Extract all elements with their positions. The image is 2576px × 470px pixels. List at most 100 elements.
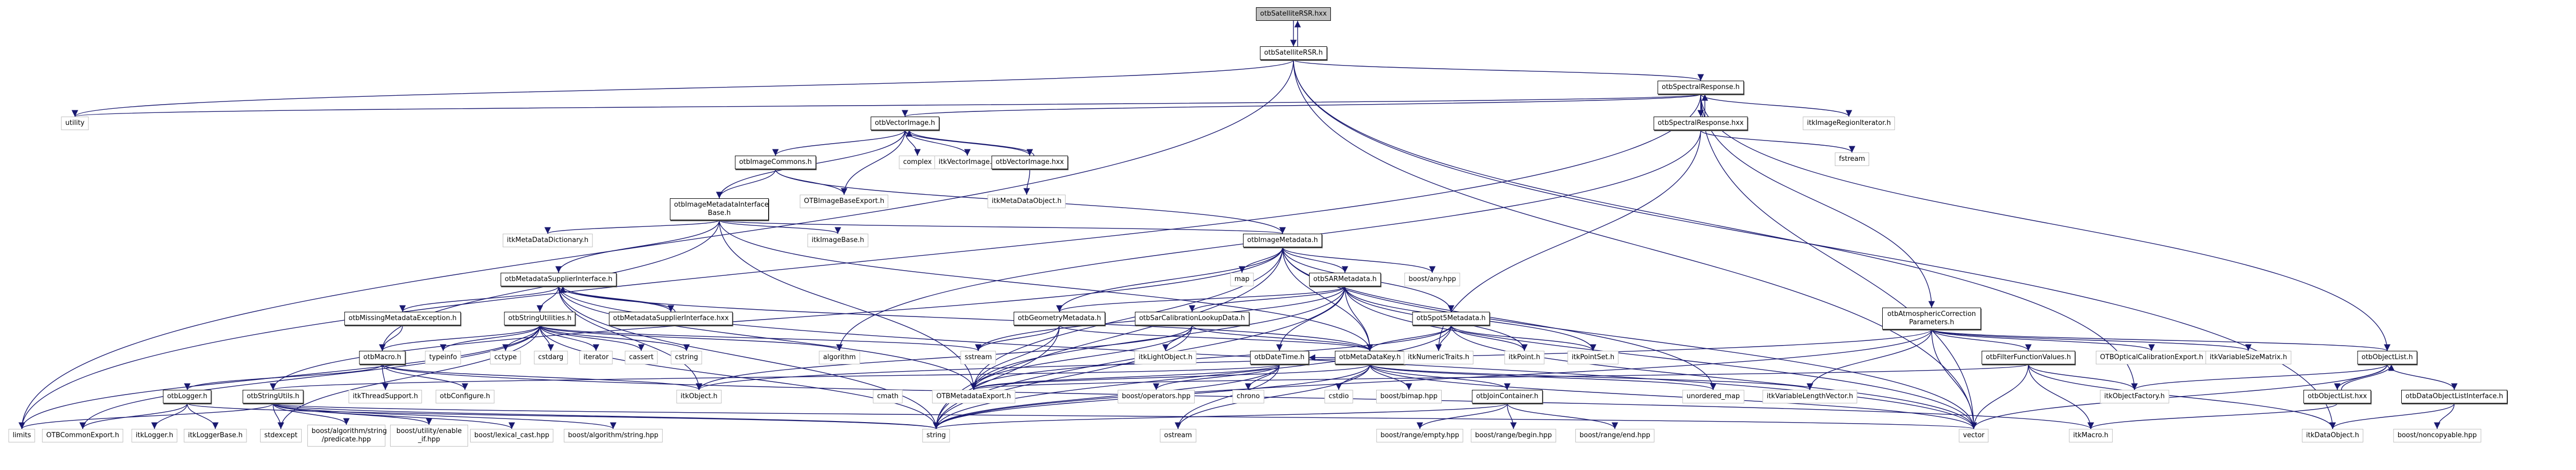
edge-strutilities-to-string (539, 325, 940, 429)
graph-node-itkLightObject: itkLightObject.h (1134, 351, 1197, 364)
edge-sarcal-to-string (933, 325, 1193, 429)
graph-node-vecimg_hxx[interactable]: otbVectorImage.hxx (991, 156, 1068, 169)
edge-logger-to-itkLogger (151, 403, 188, 429)
edge-filterfv-to-vector (1970, 364, 2029, 429)
edge-imdib-to-itkMetaDataDictionary (545, 220, 720, 234)
edge-dolif-to-itkDataObject (2329, 403, 2455, 429)
graph-node-datetime[interactable]: otbDateTime.h (1250, 351, 1309, 364)
graph-node-atmcorr[interactable]: otbAtmosphericCorrection Parameters.h (1882, 308, 1981, 329)
graph-node-itkMetaDataObject: itkMetaDataObject.h (987, 195, 1066, 208)
edge-msi_h-to-string (558, 286, 940, 429)
edge-msi_hxx-to-msi_h (559, 286, 676, 312)
graph-node-limits: limits (8, 429, 35, 442)
graph-node-complex: complex (899, 156, 936, 169)
graph-node-itkVLV: itkVariableLengthVector.h (1762, 390, 1858, 403)
graph-node-algorithm: algorithm (819, 351, 860, 364)
graph-node-logger[interactable]: otbLogger.h (163, 390, 212, 403)
graph-node-sarmeta[interactable]: otbSARMetadata.h (1309, 273, 1381, 286)
graph-node-stdexcept: stdexcept (260, 429, 302, 442)
graph-node-vecimg_h[interactable]: otbVectorImage.h (871, 117, 939, 130)
graph-node-strutilities[interactable]: otbStringUtilities.h (504, 312, 576, 325)
graph-node-objlist_hxx[interactable]: otbObjectList.hxx (2303, 390, 2372, 403)
graph-node-strutils[interactable]: otbStringUtils.h (242, 390, 304, 403)
graph-node-itkMacro: itkMacro.h (2069, 429, 2113, 442)
edge-spot5-to-itkPointSet (1451, 325, 1597, 351)
graph-node-spot5[interactable]: otbSpot5Metadata.h (1412, 312, 1490, 325)
edge-mdkey-to-vector (1369, 364, 1977, 429)
edge-macro-to-otbConfigure (382, 364, 469, 390)
graph-node-dolif[interactable]: otbDataObjectListInterface.h (2401, 390, 2507, 403)
edge-imgmeta-to-map (1238, 247, 1283, 273)
graph-node-cmath: cmath (873, 390, 903, 403)
edge-imgmeta-to-mdkey (1282, 247, 1374, 351)
graph-node-objlist_h[interactable]: otbObjectList.h (2357, 351, 2417, 364)
graph-node-msi_h[interactable]: otbMetadataSupplierInterface.h (500, 273, 617, 286)
edge-imgcommons-to-OTBImageBaseExport (775, 169, 848, 195)
edge-strutils-to-stdexcept (273, 403, 284, 429)
edge-strutils-to-algostring (273, 403, 616, 429)
graph-node-optcalexport: OTBOpticalCalibrationExport.h (2095, 351, 2208, 364)
edge-objlist_hxx-to-objlist_h (2341, 364, 2395, 390)
graph-node-filterfv[interactable]: otbFilterFunctionValues.h (1982, 351, 2075, 364)
graph-node-root[interactable]: otbSatelliteRSR.hxx (1255, 7, 1331, 21)
edge-satrsr_h-to-vector (1293, 59, 1977, 429)
graph-node-itkNumericTraits: itkNumericTraits.h (1403, 351, 1474, 364)
edge-strutils-to-limits (18, 403, 274, 429)
graph-node-enable_if: boost/utility/enable _if.hpp (390, 425, 468, 447)
graph-node-satrsr_h[interactable]: otbSatelliteRSR.h (1260, 46, 1327, 60)
graph-node-boostoperators: boost/operators.hpp (1118, 390, 1195, 403)
edge-mdkey-to-joincont (1369, 364, 1511, 390)
edge-imgmeta-to-boostany (1282, 247, 1436, 273)
edge-specresp_h-to-limits (18, 94, 1701, 429)
graph-node-specresp_hxx[interactable]: otbSpectralResponse.hxx (1653, 117, 1748, 130)
graph-node-rangeempty: boost/range/empty.hpp (1376, 429, 1464, 442)
edge-macro-to-logger (184, 364, 383, 390)
graph-node-imdib[interactable]: otbImageMetadataInterface Base.h (670, 198, 769, 220)
graph-node-itkVSM: itkVariableSizeMatrix.h (2205, 351, 2292, 364)
graph-node-imgmeta[interactable]: otbImageMetadata.h (1243, 234, 1322, 247)
graph-node-ostream: ostream (1160, 429, 1196, 442)
edge-satrsr_h-to-limits (18, 59, 1294, 429)
edge-imgmeta-to-strutils (269, 247, 1283, 390)
graph-node-macro[interactable]: otbMacro.h (359, 351, 406, 364)
graph-node-geommeta[interactable]: otbGeometryMetadata.h (1013, 312, 1106, 325)
edge-strutilities-to-cstring (539, 325, 690, 351)
graph-node-itkObject: itkObject.h (676, 390, 722, 403)
edge-vecimg_h-to-complex (904, 130, 921, 156)
graph-node-boostbimap: boost/bimap.hpp (1376, 390, 1442, 403)
edge-strutils-to-lexical_cast (273, 403, 515, 429)
edge-msi_h-to-strutilities (536, 286, 559, 312)
graph-node-boostany: boost/any.hpp (1404, 273, 1460, 286)
graph-node-specresp_h[interactable]: otbSpectralResponse.h (1658, 81, 1744, 94)
graph-node-cstring: cstring (670, 351, 703, 364)
graph-node-joincont[interactable]: otbJoinContainer.h (1472, 390, 1543, 403)
edge-specresp_h-to-vecimg_h (902, 94, 1701, 117)
graph-node-itkMetaDataDictionary: itkMetaDataDictionary.h (502, 234, 593, 247)
edge-filterfv-to-OTBMetadataExport (970, 364, 2029, 390)
graph-node-imgcommons[interactable]: otbImageCommons.h (735, 156, 816, 169)
graph-node-missing[interactable]: otbMissingMetadataException.h (344, 312, 461, 325)
edge-satrsr_h-to-utility (72, 59, 1294, 117)
graph-node-mdkey[interactable]: otbMetaDataKey.h (1335, 351, 1405, 364)
edge-imgcommons-to-imdib (716, 169, 776, 199)
graph-node-map: map (1230, 273, 1254, 286)
graph-node-sstream: sstream (960, 351, 996, 364)
graph-node-itkObjectFactory: itkObjectFactory.h (2100, 390, 2169, 403)
graph-node-sarcal[interactable]: otbSarCalibrationLookupData.h (1135, 312, 1249, 325)
edge-dolif-to-noncopyable (2433, 403, 2455, 429)
edge-datetime-to-string (933, 364, 1280, 429)
edge-atmcorr-to-filterfv (1931, 329, 2032, 351)
edge-imdib-to-msi_h (555, 220, 720, 273)
graph-node-rangeend: boost/range/end.hpp (1575, 429, 1654, 442)
graph-node-OTBMetadataExport: OTBMetadataExport.h (932, 390, 1015, 403)
graph-node-typeinfo: typeinfo (425, 351, 461, 364)
graph-node-itkDataObject: itkDataObject.h (2302, 429, 2363, 442)
edge-mdkey-to-itkVLV (1369, 364, 1813, 390)
edge-geommeta-to-mdkey (1059, 325, 1373, 351)
edge-atmcorr-to-itkVLV (1806, 329, 1932, 390)
edge-spot5-to-vector (1451, 325, 1977, 429)
edge-mdkey-to-OTBMetadataExport (970, 364, 1370, 390)
graph-node-msi_hxx[interactable]: otbMetadataSupplierInterface.hxx (609, 312, 733, 325)
edge-satrsr_h-to-specresp_h (1293, 59, 1704, 81)
graph-node-cassert: cassert (625, 351, 658, 364)
